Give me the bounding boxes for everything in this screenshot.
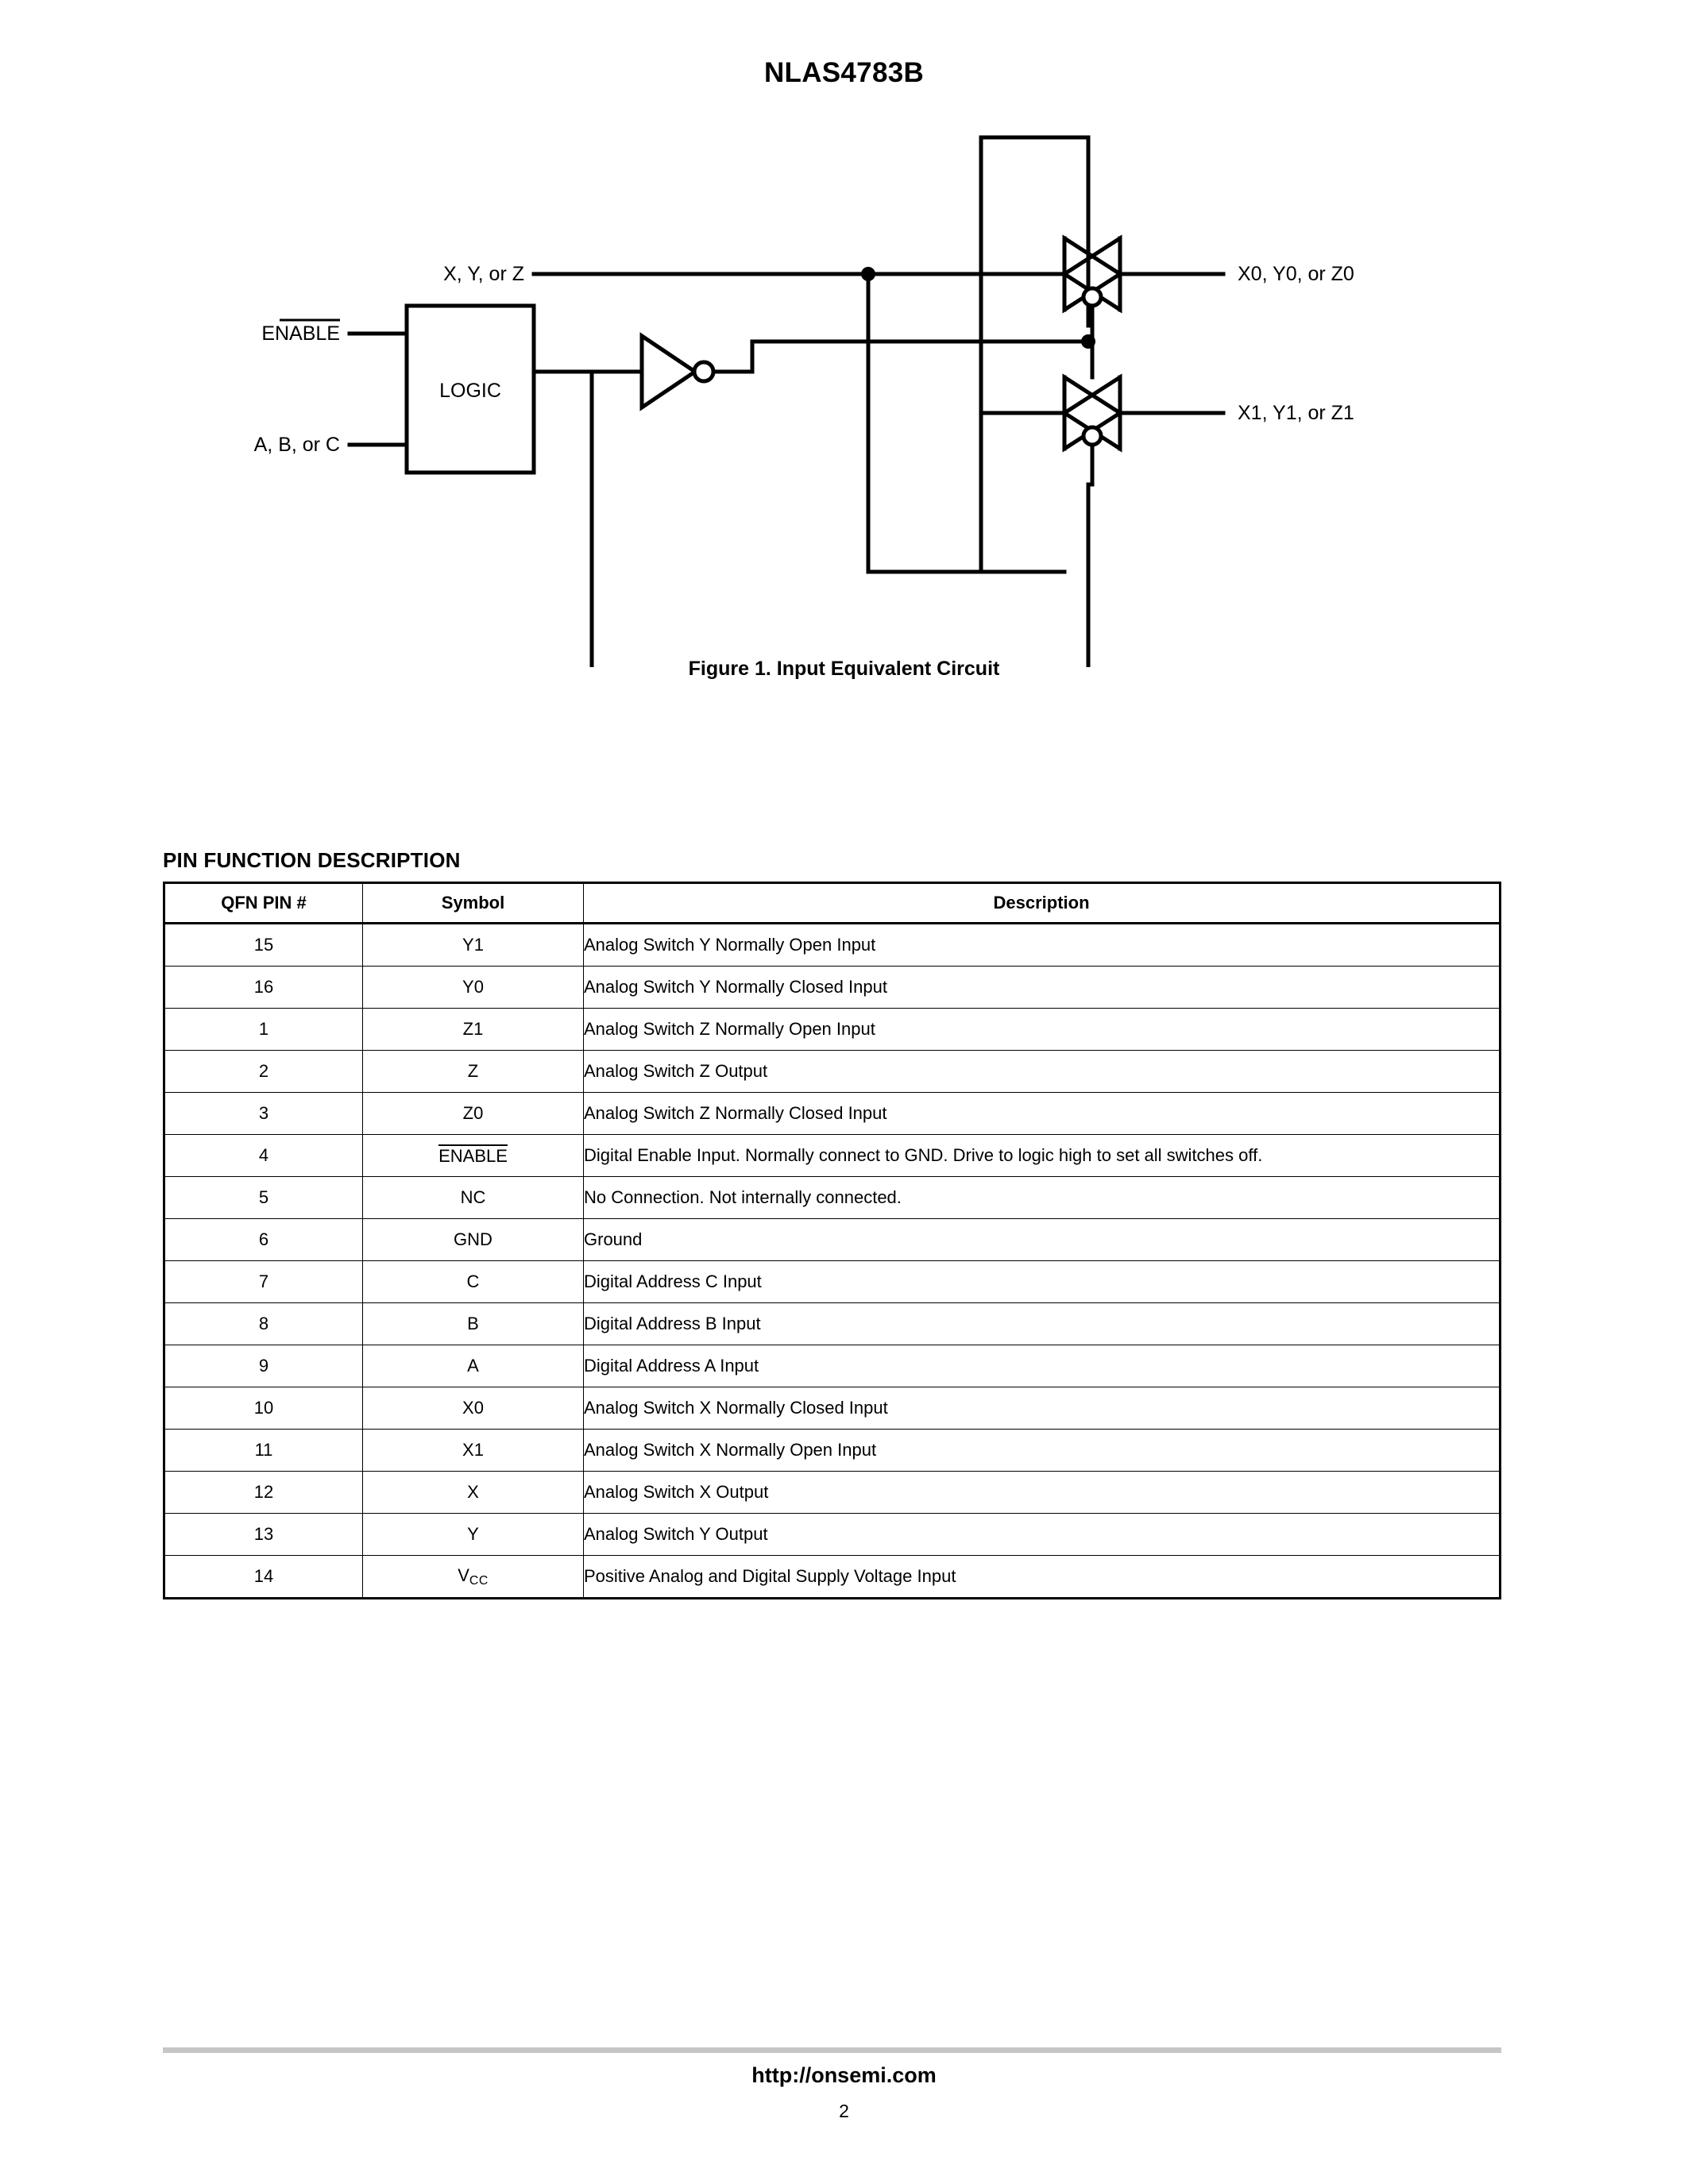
cell-description: Analog Switch Y Normally Closed Input <box>583 966 1501 1009</box>
cell-description: Ground <box>583 1218 1501 1261</box>
label-address: A, B, or C <box>254 434 340 456</box>
cell-description: Analog Switch Y Normally Open Input <box>583 923 1501 967</box>
footer-page-number: 2 <box>839 2101 849 2121</box>
junction-dot-input <box>861 267 875 281</box>
cell-qfn-pin: 8 <box>164 1302 363 1345</box>
column-header-description: Description <box>583 882 1501 924</box>
cell-qfn-pin: 15 <box>164 923 363 967</box>
cell-symbol: B <box>362 1302 584 1345</box>
inverter-triangle <box>639 332 699 411</box>
cell-qfn-pin: 14 <box>164 1555 363 1599</box>
cell-qfn-pin: 11 <box>164 1429 363 1472</box>
column-header-qfn-pin: QFN PIN # <box>164 882 363 924</box>
logic-block-rect <box>404 303 536 475</box>
figure-input-equivalent-circuit: X, Y, or Z ENABLE A, B, or C LOGIC X0, Y… <box>0 111 1688 667</box>
label-output-top: X0, Y0, or Z0 <box>1238 263 1354 285</box>
gate-upper-inverting-bubble <box>1081 286 1103 308</box>
footer-divider <box>163 2047 1501 2053</box>
wire-inverter-output-step <box>703 339 755 374</box>
label-logic-block: LOGIC <box>439 380 501 402</box>
cell-description: Analog Switch X Normally Closed Input <box>583 1387 1501 1430</box>
cell-qfn-pin: 7 <box>164 1260 363 1303</box>
cell-qfn-pin: 5 <box>164 1176 363 1219</box>
cell-description: Digital Address C Input <box>583 1260 1501 1303</box>
cell-qfn-pin: 9 <box>164 1345 363 1387</box>
symbol-base-text: V <box>458 1565 469 1585</box>
table-row: 4 ENABLE Digital Enable Input. Normally co… <box>164 1134 1501 1177</box>
symbol-subscript-text: CC <box>469 1573 489 1588</box>
cell-symbol: C <box>362 1260 584 1303</box>
cell-description: Digital Address A Input <box>583 1345 1501 1387</box>
cell-symbol: GND <box>362 1218 584 1261</box>
pin-function-description-heading: PIN FUNCTION DESCRIPTION <box>163 848 461 872</box>
cell-qfn-pin: 13 <box>164 1513 363 1556</box>
inverter-bubble <box>692 360 716 384</box>
cell-description: Analog Switch Z Normally Open Input <box>583 1008 1501 1051</box>
cell-symbol: Y <box>362 1513 584 1556</box>
figure-caption: Figure 1. Input Equivalent Circuit <box>688 658 1000 680</box>
label-analog-input: X, Y, or Z <box>443 263 524 285</box>
cell-symbol: VCC <box>362 1555 584 1599</box>
page-title: NLAS4783B <box>763 57 925 88</box>
cell-symbol: X <box>362 1471 584 1514</box>
cell-qfn-pin: 10 <box>164 1387 363 1430</box>
cell-description: Analog Switch Y Output <box>583 1513 1501 1556</box>
table-header-row: QFN PIN # Symbol Description <box>164 882 1501 924</box>
cell-symbol: X0 <box>362 1387 584 1430</box>
cell-symbol: Z <box>362 1050 584 1093</box>
cell-description: Analog Switch Z Normally Closed Input <box>583 1092 1501 1135</box>
cell-symbol: Y1 <box>362 923 584 967</box>
cell-qfn-pin: 1 <box>164 1008 363 1051</box>
cell-description: Analog Switch X Normally Open Input <box>583 1429 1501 1472</box>
inverter-gate <box>639 332 716 411</box>
cell-qfn-pin: 12 <box>164 1471 363 1514</box>
cell-qfn-pin: 4 <box>164 1134 363 1177</box>
label-output-bottom: X1, Y1, or Z1 <box>1238 402 1354 424</box>
column-header-symbol: Symbol <box>362 882 584 924</box>
cell-description: No Connection. Not internally connected. <box>583 1176 1501 1219</box>
cell-qfn-pin: 3 <box>164 1092 363 1135</box>
junction-dot-control <box>1081 334 1095 349</box>
footer-url[interactable]: http://onsemi.com <box>751 2063 937 2087</box>
cell-symbol: X1 <box>362 1429 584 1472</box>
cell-qfn-pin: 6 <box>164 1218 363 1261</box>
cell-description: Positive Analog and Digital Supply Volta… <box>583 1555 1501 1599</box>
cell-qfn-pin: 2 <box>164 1050 363 1093</box>
cell-description: Digital Enable Input. Normally connect t… <box>583 1134 1501 1177</box>
cell-symbol: Y0 <box>362 966 584 1009</box>
cell-symbol: A <box>362 1345 584 1387</box>
cell-symbol: Z0 <box>362 1092 584 1135</box>
cell-description: Analog Switch X Output <box>583 1471 1501 1514</box>
symbol-overline-text: ENABLE <box>438 1144 508 1166</box>
cell-symbol: Z1 <box>362 1008 584 1051</box>
label-enable: ENABLE <box>261 322 340 345</box>
cell-description: Analog Switch Z Output <box>583 1050 1501 1093</box>
cell-symbol: ENABLE <box>362 1134 584 1177</box>
cell-description: Digital Address B Input <box>583 1302 1501 1345</box>
circuit-diagram-svg: X, Y, or Z ENABLE A, B, or C LOGIC X0, Y… <box>254 135 1354 667</box>
cell-qfn-pin: 16 <box>164 966 363 1009</box>
cell-symbol: NC <box>362 1176 584 1219</box>
gate-lower-inverting-bubble <box>1081 425 1103 447</box>
